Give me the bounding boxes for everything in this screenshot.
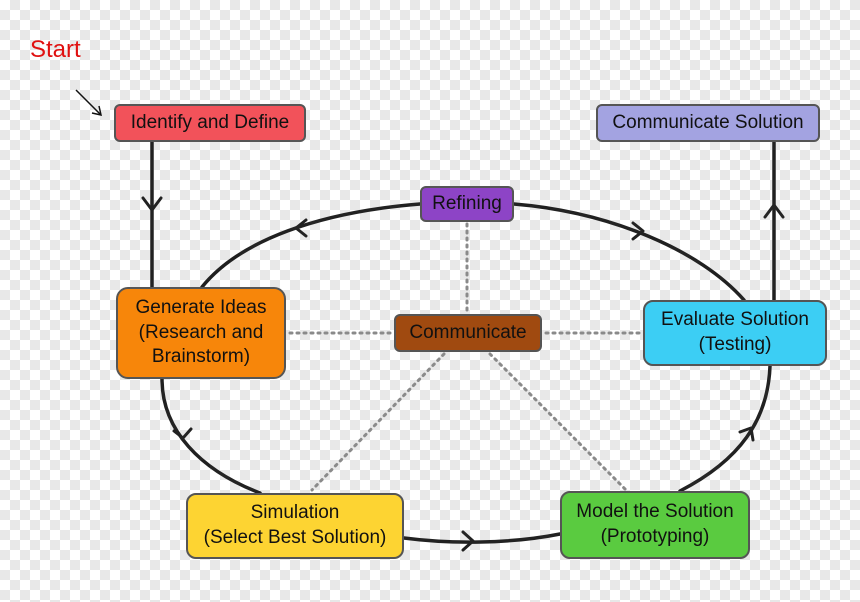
dotted-links — [288, 222, 642, 492]
arc-top-left — [200, 202, 422, 289]
node-refining[interactable]: Refining — [420, 186, 514, 222]
arc-top-right — [512, 202, 746, 302]
link-simulation — [310, 352, 446, 492]
arrowhead-top-left — [294, 218, 308, 238]
arc-left-bottom — [160, 377, 262, 495]
arc-bottom — [402, 532, 562, 544]
node-evaluate-solution[interactable]: Evaluate Solution (Testing) — [643, 300, 827, 366]
node-communicate-hub[interactable]: Communicate — [394, 314, 542, 352]
node-model-the-solution[interactable]: Model the Solution (Prototyping) — [560, 491, 750, 559]
arrowhead-right-bottom — [738, 426, 755, 442]
start-pointer-arrow — [75, 89, 102, 116]
cycle-connectors — [150, 140, 776, 544]
arc-right-bottom — [678, 364, 772, 493]
link-model — [488, 352, 628, 492]
node-simulation[interactable]: Simulation (Select Best Solution) — [186, 493, 404, 559]
arrowhead-up — [763, 203, 785, 219]
node-identify-and-define[interactable]: Identify and Define — [114, 104, 306, 142]
node-communicate-solution[interactable]: Communicate Solution — [596, 104, 820, 142]
arrowhead-down — [141, 196, 163, 212]
arrowhead-top-right — [631, 221, 645, 241]
arrowhead-left-bottom — [172, 427, 193, 440]
direction-arrowheads — [141, 196, 785, 552]
arrowhead-bottom — [461, 530, 475, 552]
node-generate-ideas[interactable]: Generate Ideas (Research and Brainstorm) — [116, 287, 286, 379]
start-label: Start — [30, 36, 81, 63]
